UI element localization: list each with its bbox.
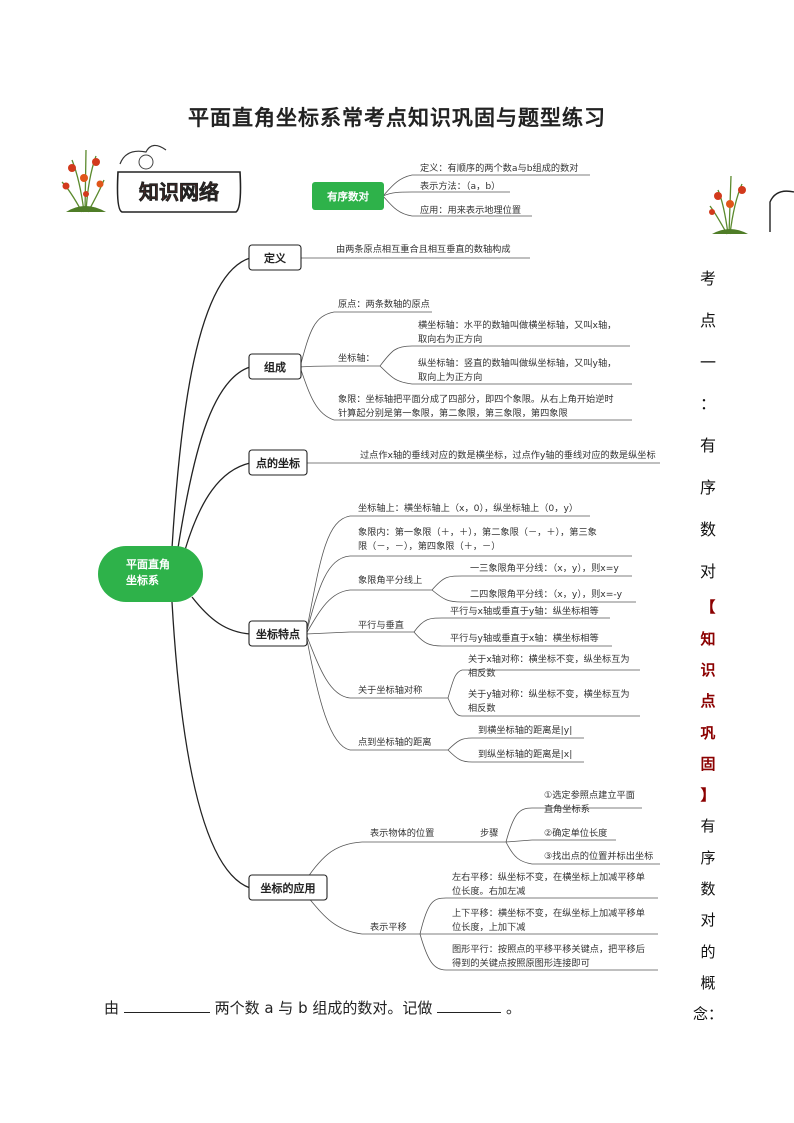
point-coordinate-text: 过点作x轴的垂线对应的数是横坐标，过点作y轴的垂线对应的数是纵坐标 xyxy=(360,449,656,461)
side-tail-char: 念： xyxy=(692,1005,723,1024)
x-axis-line-1: 横坐标轴：水平的数轴叫做横坐标轴，又叫x轴， xyxy=(418,319,616,331)
mind-map-sub-branches xyxy=(299,174,660,971)
parallel-label: 平行与垂直 xyxy=(358,619,404,631)
parallel-2-text: 平行与y轴或垂直于x轴：横坐标相等 xyxy=(450,632,599,644)
step-3-text: ③找出点的位置并标出坐标 xyxy=(544,850,653,862)
left-right-line-1: 左右平移：纵坐标不变，在横坐标上加减平移单 xyxy=(452,871,645,883)
ordered-pair-definition: 定义：有顺序的两个数a与b组成的数对 xyxy=(420,162,578,174)
quadrant-line-2: 针算起分别是第一象限，第二象限，第三象限，第四象限 xyxy=(338,407,568,419)
side-tail-char: 数 xyxy=(700,880,716,899)
sentence-middle: 两个数 a 与 b 组成的数对。记做 xyxy=(214,999,433,1017)
left-right-line-2: 位长度。右加左减 xyxy=(452,885,526,897)
ordered-pair-notation: 表示方法：（a，b） xyxy=(420,180,500,192)
main-nodes xyxy=(248,244,328,901)
up-down-line-1: 上下平移：横坐标不变，在纵坐标上加减平移单 xyxy=(452,907,645,919)
fill-in-sentence: 由 两个数 a 与 b 组成的数对。记做 。 xyxy=(104,996,521,1018)
flower-decoration-right-icon xyxy=(709,175,794,235)
symmetry-y-line-2: 相反数 xyxy=(468,702,496,714)
step-1-line-1: ①选定参照点建立平面 xyxy=(544,789,635,801)
shape-line-1: 图形平行：按照点的平移平移关键点，把平移后 xyxy=(452,943,645,955)
node-composition: 组成 xyxy=(264,360,286,374)
up-down-line-2: 位长度，上加下减 xyxy=(452,921,526,933)
side-tag-char: 【 xyxy=(700,598,716,617)
position-label: 表示物体的位置 xyxy=(370,827,434,839)
side-tail-char: 序 xyxy=(700,848,716,867)
knowledge-network-badge: 知识网络 xyxy=(116,144,242,213)
bisector-label: 象限角平分线上 xyxy=(358,574,422,586)
definition-text: 由两条原点相互重合且相互垂直的数轴构成 xyxy=(336,243,511,255)
side-column: 考 点 一 ： 有 序 数 对 【 知 识 点 巩 固 】 有 序 数 对 的 … xyxy=(690,258,726,1031)
x-axis-line-2: 取向右为正方向 xyxy=(418,333,482,345)
center-node: 平面直角 坐标系 xyxy=(98,546,203,602)
translate-label: 表示平移 xyxy=(370,921,407,933)
ordered-pair-node: 有序数对 xyxy=(312,182,384,210)
distance-1-text: 到横坐标轴的距离是|y| xyxy=(478,724,572,736)
side-tag-char: 巩 xyxy=(700,723,716,742)
y-axis-line-1: 纵坐标轴：竖直的数轴叫做纵坐标轴，又叫y轴， xyxy=(418,357,616,369)
y-axis-line-2: 取向上为正方向 xyxy=(418,371,482,383)
center-node-line-2: 坐标系 xyxy=(126,573,159,587)
steps-label: 步骤 xyxy=(480,828,498,839)
side-tag-char: 】 xyxy=(700,786,716,805)
on-axis-text: 坐标轴上：横坐标轴上（x，0），纵坐标轴上（0，y） xyxy=(358,502,578,514)
symmetry-label: 关于坐标轴对称 xyxy=(358,684,422,696)
side-tag-char: 知 xyxy=(700,629,716,648)
side-heading-char: 序 xyxy=(699,477,716,497)
node-definition: 定义 xyxy=(264,251,287,265)
shape-line-2: 得到的关键点按照原图形连接即可 xyxy=(452,957,590,969)
side-heading-char: 有 xyxy=(699,436,716,456)
answer-blank-1[interactable] xyxy=(123,996,210,1013)
bisector-1-text: 一三象限角平分线：（x，y），则x=y xyxy=(470,562,619,574)
node-coordinate-application: 坐标的应用 xyxy=(261,881,316,895)
symmetry-x-line-2: 相反数 xyxy=(468,667,496,679)
in-quadrant-line-2: 限（－，－），第四象限（＋，－） xyxy=(358,540,500,552)
distance-2-text: 到纵坐标轴的距离是|x| xyxy=(478,748,572,760)
distance-label: 点到坐标轴的距离 xyxy=(358,736,432,748)
node-point-coordinates: 点的坐标 xyxy=(256,456,300,470)
sentence-prefix: 由 xyxy=(104,999,120,1017)
ordered-pair-label: 有序数对 xyxy=(327,190,369,203)
side-tail-char: 有 xyxy=(700,817,716,836)
node-coordinate-features: 坐标特点 xyxy=(256,627,300,641)
symmetry-x-line-1: 关于x轴对称：横坐标不变，纵坐标互为 xyxy=(468,653,630,665)
symmetry-y-line-1: 关于y轴对称：纵坐标不变，横坐标互为 xyxy=(468,688,630,700)
side-heading-char: 数 xyxy=(699,519,716,539)
side-tag-char: 点 xyxy=(700,692,716,711)
side-tag-char: 固 xyxy=(700,754,716,773)
ordered-pair-application: 应用：用来表示地理位置 xyxy=(420,204,521,216)
sentence-suffix: 。 xyxy=(505,999,521,1017)
answer-blank-2[interactable] xyxy=(437,996,502,1013)
step-2-text: ②确定单位长度 xyxy=(544,827,607,839)
badge-label: 知识网络 xyxy=(139,180,219,204)
axis-label: 坐标轴： xyxy=(338,352,375,364)
bisector-2-text: 二四象限角平分线：（x，y），则x=-y xyxy=(470,588,623,600)
side-tag-char: 识 xyxy=(700,660,716,679)
side-heading-char: 点 xyxy=(699,310,716,330)
parallel-1-text: 平行与x轴或垂直于y轴：纵坐标相等 xyxy=(450,605,599,617)
page-title: 平面直角坐标系常考点知识巩固与题型练习 xyxy=(188,106,606,130)
quadrant-line-1: 象限：坐标轴把平面分成了四部分，即四个象限。从右上角开始逆时 xyxy=(338,393,614,405)
side-heading-char: 一 xyxy=(699,352,716,372)
side-tail-char: 的 xyxy=(700,942,716,961)
side-heading-char: 考 xyxy=(699,269,716,288)
center-node-line-1: 平面直角 xyxy=(126,557,170,571)
side-tail-char: 概 xyxy=(700,973,716,992)
flower-decoration-icon xyxy=(61,149,106,213)
side-tail-char: 对 xyxy=(700,911,716,930)
mind-map-branches xyxy=(171,257,251,889)
side-heading-char: ： xyxy=(699,394,716,414)
step-1-line-2: 直角坐标系 xyxy=(544,803,590,815)
side-heading-char: 对 xyxy=(699,561,716,581)
origin-text: 原点：两条数轴的原点 xyxy=(338,298,430,310)
in-quadrant-line-1: 象限内：第一象限（＋，＋），第二象限（－，＋），第三象 xyxy=(358,526,597,538)
